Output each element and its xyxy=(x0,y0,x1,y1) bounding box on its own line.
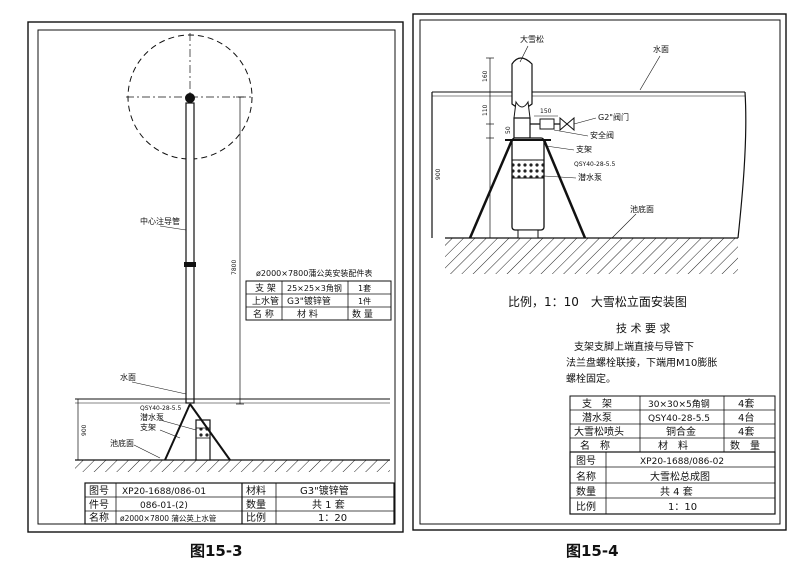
height-dim-label: 7800 xyxy=(231,260,238,275)
left-tb-qty: 共 1 套 xyxy=(312,498,345,511)
dim-50: 50 xyxy=(505,126,512,134)
right-parts-r2c1: 潜水泵 xyxy=(582,411,612,424)
left-title-block xyxy=(84,482,395,525)
right-tb-name: 大雪松总成图 xyxy=(650,470,710,483)
left-parts-r1c1: 支 架 xyxy=(255,282,276,294)
label-pump-left: 潜水泵 xyxy=(140,412,164,422)
label-safety-valve: 安全阀 xyxy=(590,130,614,140)
right-tb-name-label: 名称 xyxy=(576,470,596,483)
right-tb-qty: 共 4 套 xyxy=(660,485,693,498)
left-parts-r2c1: 上水管 xyxy=(252,295,279,307)
right-tb-qty-label: 数量 xyxy=(576,485,596,498)
right-pump xyxy=(511,137,545,231)
right-tb-drawing-no-label: 图号 xyxy=(576,455,596,467)
left-pump xyxy=(195,419,211,461)
right-outer-frame xyxy=(412,13,787,531)
label-nozzle: 大雪松 xyxy=(520,34,544,44)
left-support-leg-1 xyxy=(164,403,191,461)
right-parts-r2c2: QSY40-28-5.5 xyxy=(648,414,710,424)
tech-line-3: 螺栓固定。 xyxy=(566,372,616,385)
left-tb-part-no-label: 件号 xyxy=(89,499,109,511)
right-parts-h1: 名 称 xyxy=(580,439,610,452)
left-tb-drawing-no-label: 图号 xyxy=(89,485,109,497)
gate-valve xyxy=(559,116,575,132)
right-tb-scale: 1：10 xyxy=(668,502,697,513)
dim-110: 110 xyxy=(482,104,489,116)
left-tb-name: ø2000×7800 蒲公英上水管 xyxy=(120,513,217,523)
label-valve: G2"阀门 xyxy=(598,112,629,122)
right-parts-r3c2: 铜合金 xyxy=(666,425,696,438)
dim-900: 900 xyxy=(435,168,442,180)
right-parts-h2: 材 料 xyxy=(658,439,688,452)
label-support-right: 支架 xyxy=(576,144,592,154)
label-support-left: 支架 xyxy=(140,422,156,432)
left-tb-material-label: 材料 xyxy=(246,484,266,497)
center-pipe xyxy=(185,102,195,404)
label-water-right: 水面 xyxy=(653,44,669,54)
dim-150: 150 xyxy=(540,108,552,115)
label-pump-model-right: QSY40-28-5.5 xyxy=(574,161,616,168)
label-pool-bottom-left: 池底面 xyxy=(110,438,134,448)
right-tb-scale-label: 比例 xyxy=(576,500,596,513)
dandelion-head xyxy=(185,93,195,103)
dim-160: 160 xyxy=(482,70,489,82)
pool-bottom-hatch-right xyxy=(445,238,738,274)
right-support-leg-2 xyxy=(542,139,587,239)
left-tb-name-label: 名称 xyxy=(89,511,109,524)
safety-valve xyxy=(539,118,555,130)
right-parts-r1c2: 30×30×5角钢 xyxy=(648,398,710,410)
label-pool-bottom-right: 池底面 xyxy=(630,204,654,214)
left-outer-frame xyxy=(27,21,404,533)
tech-line-2: 法兰盘螺栓联接，下端用M10膨胀 xyxy=(566,356,717,369)
right-parts-r1c1: 支 架 xyxy=(582,398,612,410)
right-inner-frame xyxy=(419,19,781,525)
pool-wall-right xyxy=(737,91,747,239)
left-tb-drawing-no: XP20-1688/086-01 xyxy=(122,487,206,497)
left-tb-scale: 1：20 xyxy=(318,513,347,524)
left-parts-title: ø2000×7800蒲公英安装配件表 xyxy=(256,268,372,278)
label-water-left: 水面 xyxy=(120,372,136,382)
tech-title: 技 术 要 求 xyxy=(616,322,671,335)
label-pump-right: 潜水泵 xyxy=(578,172,602,182)
nozzle-pipe xyxy=(513,117,531,139)
right-parts-r1c3: 4套 xyxy=(738,397,754,410)
right-parts-r3c3: 4套 xyxy=(738,425,754,438)
tech-line-1: 支架支脚上端直接与导管下 xyxy=(574,340,694,353)
right-support-leg-1 xyxy=(468,139,514,239)
right-view-title: 比例，1：10 大雪松立面安装图 xyxy=(508,294,687,309)
pool-bottom-hatch-left xyxy=(75,460,390,472)
label-center-pipe: 中心注导管 xyxy=(140,216,180,226)
left-parts-h1: 名 称 xyxy=(253,308,274,320)
caption-left: 图15-3 xyxy=(190,542,243,560)
right-parts-r3c1: 大雪松喷头 xyxy=(574,425,624,438)
right-tb-drawing-no: XP20-1688/086-02 xyxy=(640,457,724,467)
pipe-flange xyxy=(184,262,196,267)
left-tb-part-no: 086-01-(2) xyxy=(140,501,188,511)
left-parts-h3: 数 量 xyxy=(352,308,373,320)
right-parts-r2c3: 4台 xyxy=(738,411,754,424)
left-parts-h2: 材 料 xyxy=(297,308,318,320)
left-parts-r1c3: 1套 xyxy=(358,283,371,293)
left-parts-r1c2: 25×25×3角钢 xyxy=(287,283,342,293)
caption-right: 图15-4 xyxy=(566,542,619,560)
left-sheet: 7800 900 中心注导管 水面 QSY40-28-5.5 潜水泵 支架 池底… xyxy=(27,21,404,533)
left-tb-scale-label: 比例 xyxy=(246,511,266,524)
nozzle-body xyxy=(511,57,533,109)
right-parts-h3: 数 量 xyxy=(730,439,760,452)
left-support-leg-2 xyxy=(189,403,231,461)
left-parts-r2c2: G3"镀锌管 xyxy=(287,295,331,307)
left-tb-qty-label: 数量 xyxy=(246,498,266,511)
left-parts-table xyxy=(245,280,392,321)
label-pump-model-left: QSY40-28-5.5 xyxy=(140,405,182,412)
left-parts-r2c3: 1件 xyxy=(358,296,371,306)
right-sheet: 160 110 50 900 150 大雪松 水面 G2"阀门 安全阀 支架 Q… xyxy=(412,13,787,531)
left-tb-material: G3"镀锌管 xyxy=(300,484,349,497)
depth-dim-label: 900 xyxy=(81,424,88,436)
